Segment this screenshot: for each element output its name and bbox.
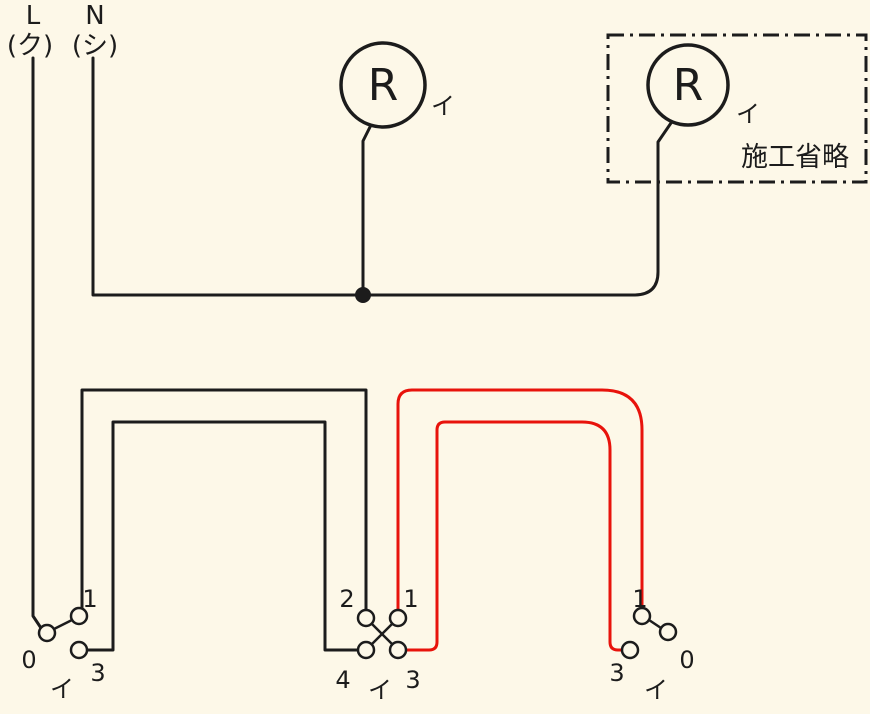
switch-right-label-1: 1: [632, 585, 647, 613]
omission-label: 施工省略: [741, 142, 849, 173]
lamp-right-circle: [646, 43, 730, 127]
switch-right-label-0: 0: [679, 646, 694, 674]
neutral-wire: [91, 56, 673, 297]
lamp-left-circle: [339, 41, 427, 129]
lamp-left-letter: R: [368, 60, 399, 111]
power-mark-neutral: (シ): [72, 31, 118, 61]
lamp-left: R イ: [339, 41, 455, 129]
lamp-left-circuit-label: イ: [431, 92, 455, 120]
switch-left-label-0: 0: [21, 646, 36, 674]
switch-left-label-3: 3: [90, 659, 105, 687]
switch-right-blade: [647, 618, 663, 630]
switch-middle-terminal-4: [356, 640, 376, 660]
switch-right-circuit-label: イ: [644, 676, 668, 704]
switch-middle-label-3: 3: [405, 666, 420, 694]
switch-left-threeway: 1 0 3 イ: [21, 585, 105, 703]
switch-right-label-3: 3: [609, 659, 624, 687]
red-traveler-outer-wire: [396, 388, 644, 612]
switch-left-terminal-0: [37, 623, 57, 643]
switch-middle-terminal-2: [356, 608, 376, 628]
black-traveler-outer-wire: [80, 388, 368, 612]
switch-left-label-1: 1: [82, 585, 97, 613]
switch-right-terminal-0: [658, 622, 678, 642]
switch-middle-cross-b: [370, 622, 394, 646]
lamp-right-letter: R: [673, 60, 704, 111]
lamp-left-drop-wire: [361, 123, 373, 297]
live-wire: [31, 56, 43, 630]
switch-middle-fourway: 2 1 4 3 イ: [335, 585, 420, 704]
switch-middle-terminal-3: [388, 640, 408, 660]
switch-left-circuit-label: イ: [50, 675, 74, 703]
switch-middle-terminal-1: [388, 608, 408, 628]
switch-middle-circuit-label: イ: [368, 676, 392, 704]
switch-left-blade: [52, 618, 74, 631]
lamp-right-circuit-label: イ: [736, 100, 760, 128]
power-label-neutral: N: [85, 1, 104, 31]
switch-left-terminal-1: [69, 606, 89, 626]
black-traveler-inner-wire: [85, 420, 360, 652]
power-label-live: L: [26, 1, 41, 31]
junction-dot: [355, 287, 371, 303]
switch-middle-label-1: 1: [403, 585, 418, 613]
switch-right-terminal-3: [620, 640, 640, 660]
red-traveler-inner-wire: [404, 420, 624, 652]
switch-middle-label-4: 4: [335, 666, 350, 694]
lamp-right: R イ: [646, 43, 760, 128]
switch-left-terminal-3: [69, 640, 89, 660]
omission-boundary-box: [606, 33, 868, 184]
power-mark-live: (ク): [7, 31, 53, 61]
switch-middle-label-2: 2: [339, 585, 354, 613]
switch-right-threeway: 1 3 0 イ: [609, 585, 694, 704]
switch-right-terminal-1: [632, 606, 652, 626]
